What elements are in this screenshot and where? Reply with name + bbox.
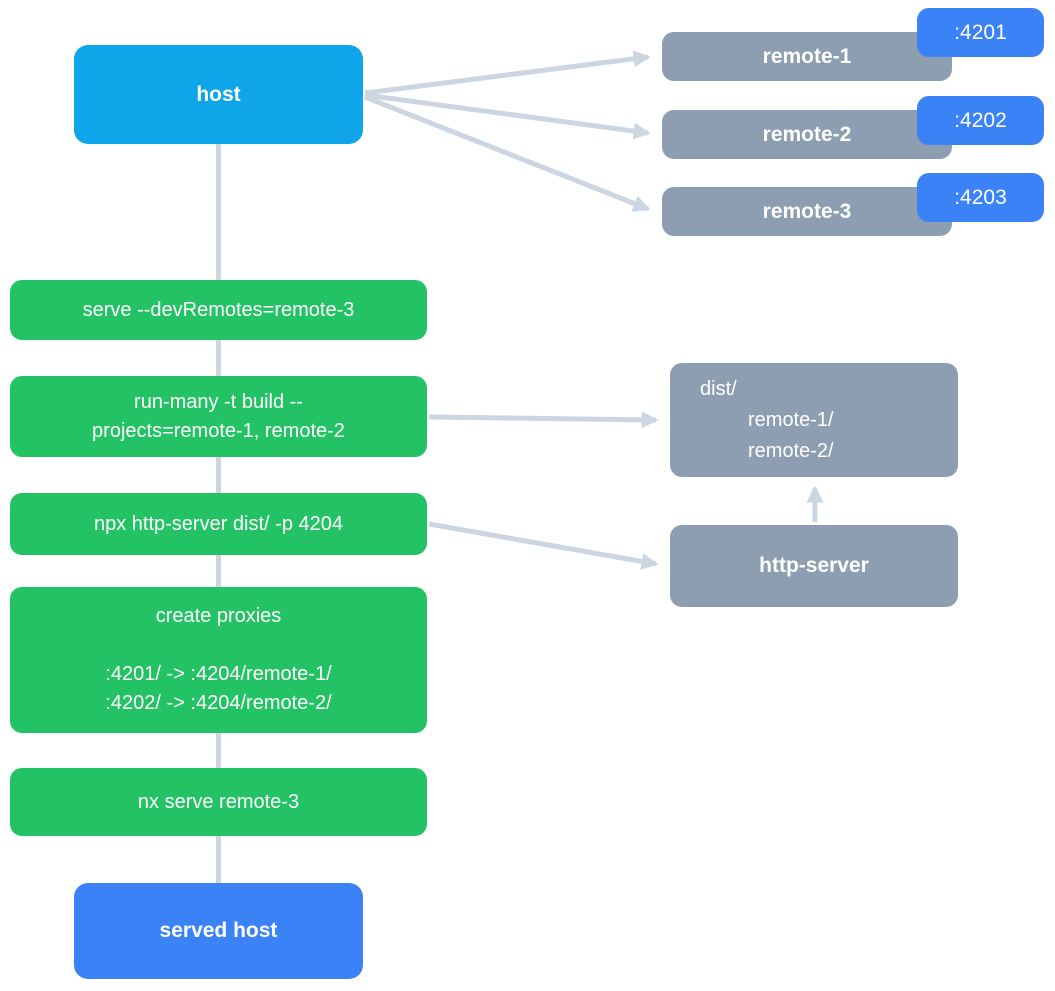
port-badge-4202: :4202 xyxy=(917,96,1044,145)
port-badge-4203-label: :4203 xyxy=(954,185,1007,209)
edge-npx-to-http-server xyxy=(428,521,659,570)
command-line: :4201/ -> :4204/remote-1/ xyxy=(105,663,332,685)
served-host-node: served host xyxy=(74,883,363,979)
command-serve-dev-remotes: serve --devRemotes=remote-3 xyxy=(10,280,427,340)
port-badge-4202-label: :4202 xyxy=(954,108,1007,132)
command-create-proxies: create proxies :4201/ -> :4204/remote-1/… xyxy=(10,587,427,733)
command-line: serve --devRemotes=remote-3 xyxy=(82,298,355,321)
edge-host-to-remote-3 xyxy=(364,94,651,212)
remote-2-node: remote-2 xyxy=(662,110,952,159)
http-server-label: http-server xyxy=(759,554,869,577)
remote-3-label: remote-3 xyxy=(762,199,852,223)
port-badge-4201-label: :4201 xyxy=(954,20,1007,44)
port-badge-4201: :4201 xyxy=(917,8,1044,57)
command-line: projects=remote-1, remote-2 xyxy=(92,419,345,442)
command-line: npx http-server dist/ -p 4204 xyxy=(93,512,343,535)
served-host-label: served host xyxy=(159,919,278,942)
port-badge-4203: :4203 xyxy=(917,173,1044,222)
command-npx-http-server: npx http-server dist/ -p 4204 xyxy=(10,493,427,555)
remote-1-label: remote-1 xyxy=(762,44,852,68)
host-label: host xyxy=(196,82,241,106)
dist-remote-2-label: remote-2/ xyxy=(748,440,834,462)
command-line: nx serve remote-3 xyxy=(137,790,300,813)
remote-1-node: remote-1 xyxy=(662,32,952,81)
dist-root-label: dist/ xyxy=(700,378,737,400)
edge-host-to-remote-2 xyxy=(364,92,651,140)
command-nx-serve-remote-3: nx serve remote-3 xyxy=(10,768,427,836)
remote-3-node: remote-3 xyxy=(662,187,952,236)
command-line: run-many -t build -- xyxy=(134,390,303,413)
edge-host-to-remote-1 xyxy=(364,50,651,96)
host-node: host xyxy=(74,45,363,144)
command-line: :4202/ -> :4204/remote-2/ xyxy=(105,692,332,714)
dist-remote-1-label: remote-1/ xyxy=(748,409,834,431)
http-server-node: http-server xyxy=(670,525,958,607)
command-line: create proxies xyxy=(155,605,282,627)
edge-run-many-to-dist xyxy=(428,411,659,429)
dist-folder-node: dist/ remote-1/ remote-2/ xyxy=(670,363,958,477)
command-run-many-build: run-many -t build -- projects=remote-1, … xyxy=(10,376,427,457)
remote-2-label: remote-2 xyxy=(762,122,852,146)
